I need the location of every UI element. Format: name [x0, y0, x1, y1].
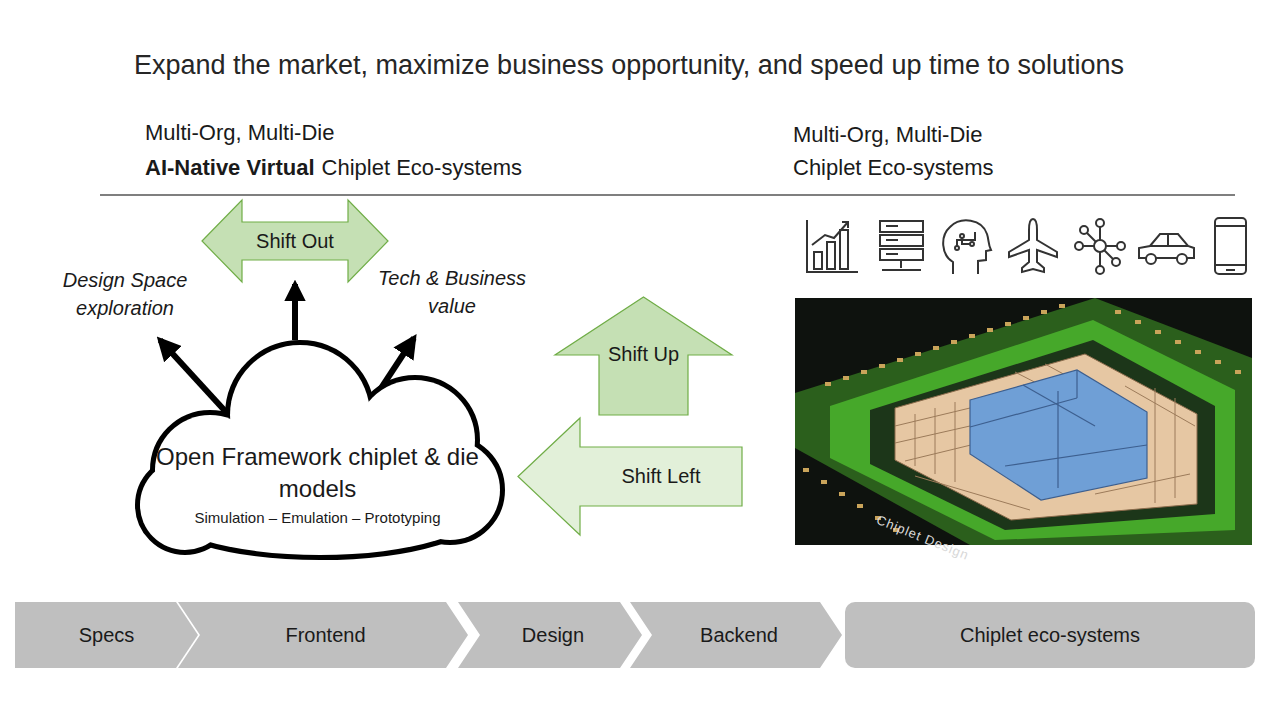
cloud-outline [140, 345, 500, 555]
node-label: Chiplet eco-systems [855, 620, 1245, 650]
leader-arrow [160, 340, 226, 412]
cloud-node: Open Framework chiplet & die modelsSimul… [130, 340, 505, 560]
arrow-shape [15, 602, 198, 668]
arrow-shape [178, 602, 468, 668]
arrow-shape [518, 418, 742, 535]
ai-head-icon [943, 220, 991, 274]
chiplet-package-illustration [795, 298, 1252, 545]
header-line: AI-Native Virtual Chiplet Eco-systems [145, 155, 522, 181]
section-header: Chiplet Eco-systems [793, 155, 994, 181]
shift-arrow: Shift Out [202, 200, 388, 282]
chart-icon [807, 220, 858, 272]
node-label: Open Framework chiplet & die models [150, 441, 485, 505]
arrow-shape [458, 602, 642, 668]
section-header: Multi-Org, Multi-Die [145, 120, 334, 146]
airplane-icon [1009, 219, 1057, 272]
callout-label: Design Space exploration [38, 266, 212, 322]
node-label: Design [483, 620, 623, 650]
section-header: AI-Native Virtual [145, 155, 315, 181]
header-divider [100, 194, 1235, 195]
phone-icon [1215, 218, 1246, 274]
rounded-band [845, 602, 1255, 668]
node-label: Shift Up [601, 339, 686, 369]
process-chevron: Specs [15, 602, 198, 668]
node-label: Backend [655, 620, 823, 650]
node-label: Frontend [203, 620, 448, 650]
car-icon [1139, 234, 1194, 264]
node-label: Specs [25, 620, 188, 650]
process-chevron: Frontend [178, 602, 468, 668]
section-header: Multi-Org, Multi-Die [793, 122, 982, 148]
node-label: Shift Out [242, 226, 348, 256]
section-header: Chiplet Eco-systems [322, 155, 523, 181]
network-icon [1075, 219, 1125, 274]
process-chevron: Design [458, 602, 642, 668]
process-chevron: Chiplet eco-systems [845, 602, 1255, 668]
icon-row [807, 218, 1246, 274]
callout-label: Tech & Business value [362, 264, 542, 320]
arrow-shape [630, 602, 842, 668]
diagram-title: Expand the market, maximize business opp… [0, 50, 1258, 81]
arrow-shape [555, 297, 732, 415]
cloud-fill [140, 345, 500, 555]
server-icon [880, 221, 923, 270]
process-chevron: Backend [630, 602, 842, 668]
node-label: Shift Left [580, 461, 742, 491]
node-sublabel: Simulation – Emulation – Prototyping [150, 508, 485, 528]
connector-arrow [292, 284, 298, 340]
shift-arrow: Shift Left [518, 418, 742, 535]
arrow-shape [202, 200, 388, 282]
shift-arrow: Shift Up [555, 297, 732, 415]
cloud-lobe [140, 460, 230, 550]
